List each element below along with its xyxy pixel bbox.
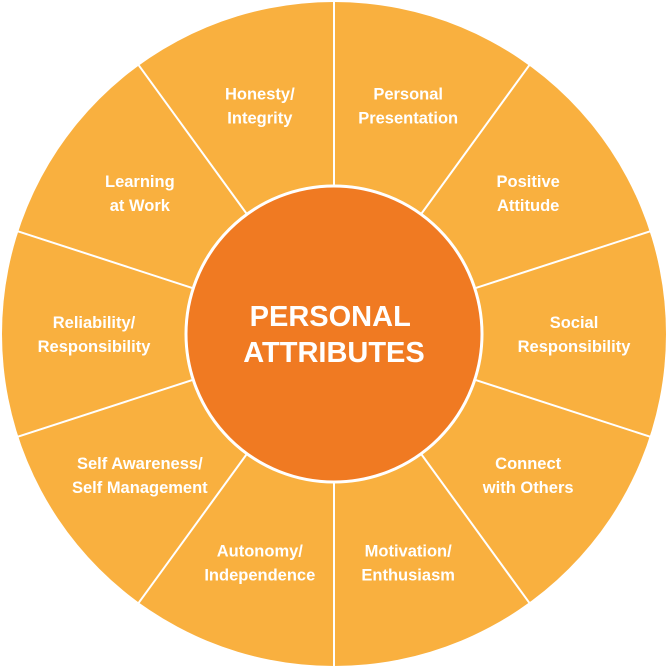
segment-label-line: Integrity: [227, 110, 293, 128]
segment-label: Reliability/Responsibility: [38, 314, 152, 356]
segment-label: Self Awareness/Self Management: [72, 455, 208, 497]
segment-divider: [136, 453, 248, 605]
segment-label-line: Personal: [373, 86, 443, 104]
segment-label: Motivation/Enthusiasm: [361, 542, 455, 584]
segment-label: Honesty/Integrity: [225, 86, 295, 128]
segment-label-line: Honesty/: [225, 86, 295, 104]
segment-label-line: Independence: [204, 566, 315, 584]
segment-label-line: Attitude: [497, 197, 559, 215]
segment-dividers: [16, 0, 652, 668]
center-title: PERSONAL ATTRIBUTES: [243, 301, 425, 369]
segment-divider: [136, 63, 248, 215]
center-title-line: ATTRIBUTES: [243, 337, 425, 369]
segment-label-line: Enthusiasm: [361, 566, 455, 584]
segment-label-line: Presentation: [358, 110, 458, 128]
center-circle: [184, 184, 484, 484]
segment-divider: [16, 378, 194, 439]
segment-label-line: Responsibility: [518, 338, 632, 356]
segment-label-line: Learning: [105, 173, 175, 191]
segment-divider: [420, 453, 532, 605]
center-title-line: PERSONAL: [250, 301, 411, 333]
segment-label-line: Reliability/: [53, 314, 136, 332]
segment-label-line: Self Awareness/: [77, 455, 203, 473]
segment-label-line: Responsibility: [38, 338, 152, 356]
segment-label-line: Autonomy/: [217, 542, 304, 560]
segment-label: Autonomy/Independence: [204, 542, 315, 584]
segment-divider: [474, 229, 652, 290]
segment-label-line: with Others: [482, 479, 574, 497]
segment-divider: [474, 378, 652, 439]
segment-label: Connect with Others: [482, 455, 574, 497]
segment-label-line: Self Management: [72, 479, 208, 497]
segment-label: Learning at Work: [105, 173, 175, 215]
segment-label-line: Connect: [495, 455, 562, 473]
segment-divider: [16, 229, 194, 290]
segment-label-line: at Work: [110, 197, 171, 215]
segment-label-line: Motivation/: [365, 542, 452, 560]
segment-divider: [420, 63, 532, 215]
segment-label-line: Positive: [497, 173, 560, 191]
segment-label-line: Social: [550, 314, 599, 332]
